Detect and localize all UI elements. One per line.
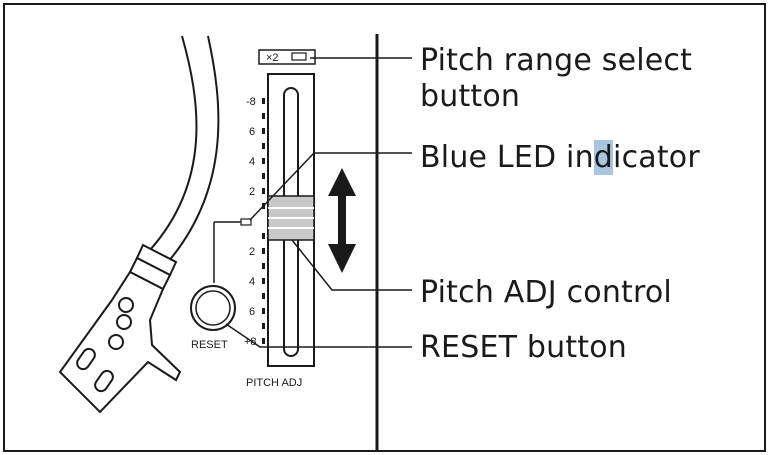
headshell xyxy=(58,270,182,414)
double-arrow-icon xyxy=(328,168,356,273)
leader-pitch-adj xyxy=(291,239,412,291)
reset-button[interactable] xyxy=(190,285,236,331)
pitch-range-select-button[interactable]: ×2 xyxy=(258,49,316,65)
scale-tick-label: -8 xyxy=(246,96,256,108)
scale-tick-label: 4 xyxy=(249,276,255,288)
scale-tick-label: 2 xyxy=(249,246,255,258)
scale-tick-label: 6 xyxy=(249,306,255,318)
pitch-adj-label: PITCH ADJ xyxy=(246,377,302,389)
range-button-label: ×2 xyxy=(266,52,279,64)
tonearm-collar xyxy=(128,243,178,291)
scale-tick-label: 4 xyxy=(249,156,255,168)
scale-tick-label: 2 xyxy=(249,186,255,198)
pitch-adj-control[interactable] xyxy=(267,195,315,241)
leader-lines xyxy=(225,57,412,348)
leader-blue-led xyxy=(249,152,412,221)
leader-reset xyxy=(225,323,412,348)
blue-led-indicator-label: Blue LED indicator xyxy=(420,140,700,175)
scale-tick-label: 6 xyxy=(249,126,255,138)
blue-led-indicator xyxy=(240,218,252,226)
reset-label: RESET xyxy=(191,339,228,351)
reset-button-label: RESET button xyxy=(420,330,628,365)
pitch-adj-control-label: Pitch ADJ control xyxy=(420,275,672,310)
text-selection-highlight: d xyxy=(593,140,614,175)
pitch-range-select-label: Pitch range select button xyxy=(420,43,693,114)
scale-numbers: -8 6 4 2 2 4 6 +8 xyxy=(244,96,257,348)
